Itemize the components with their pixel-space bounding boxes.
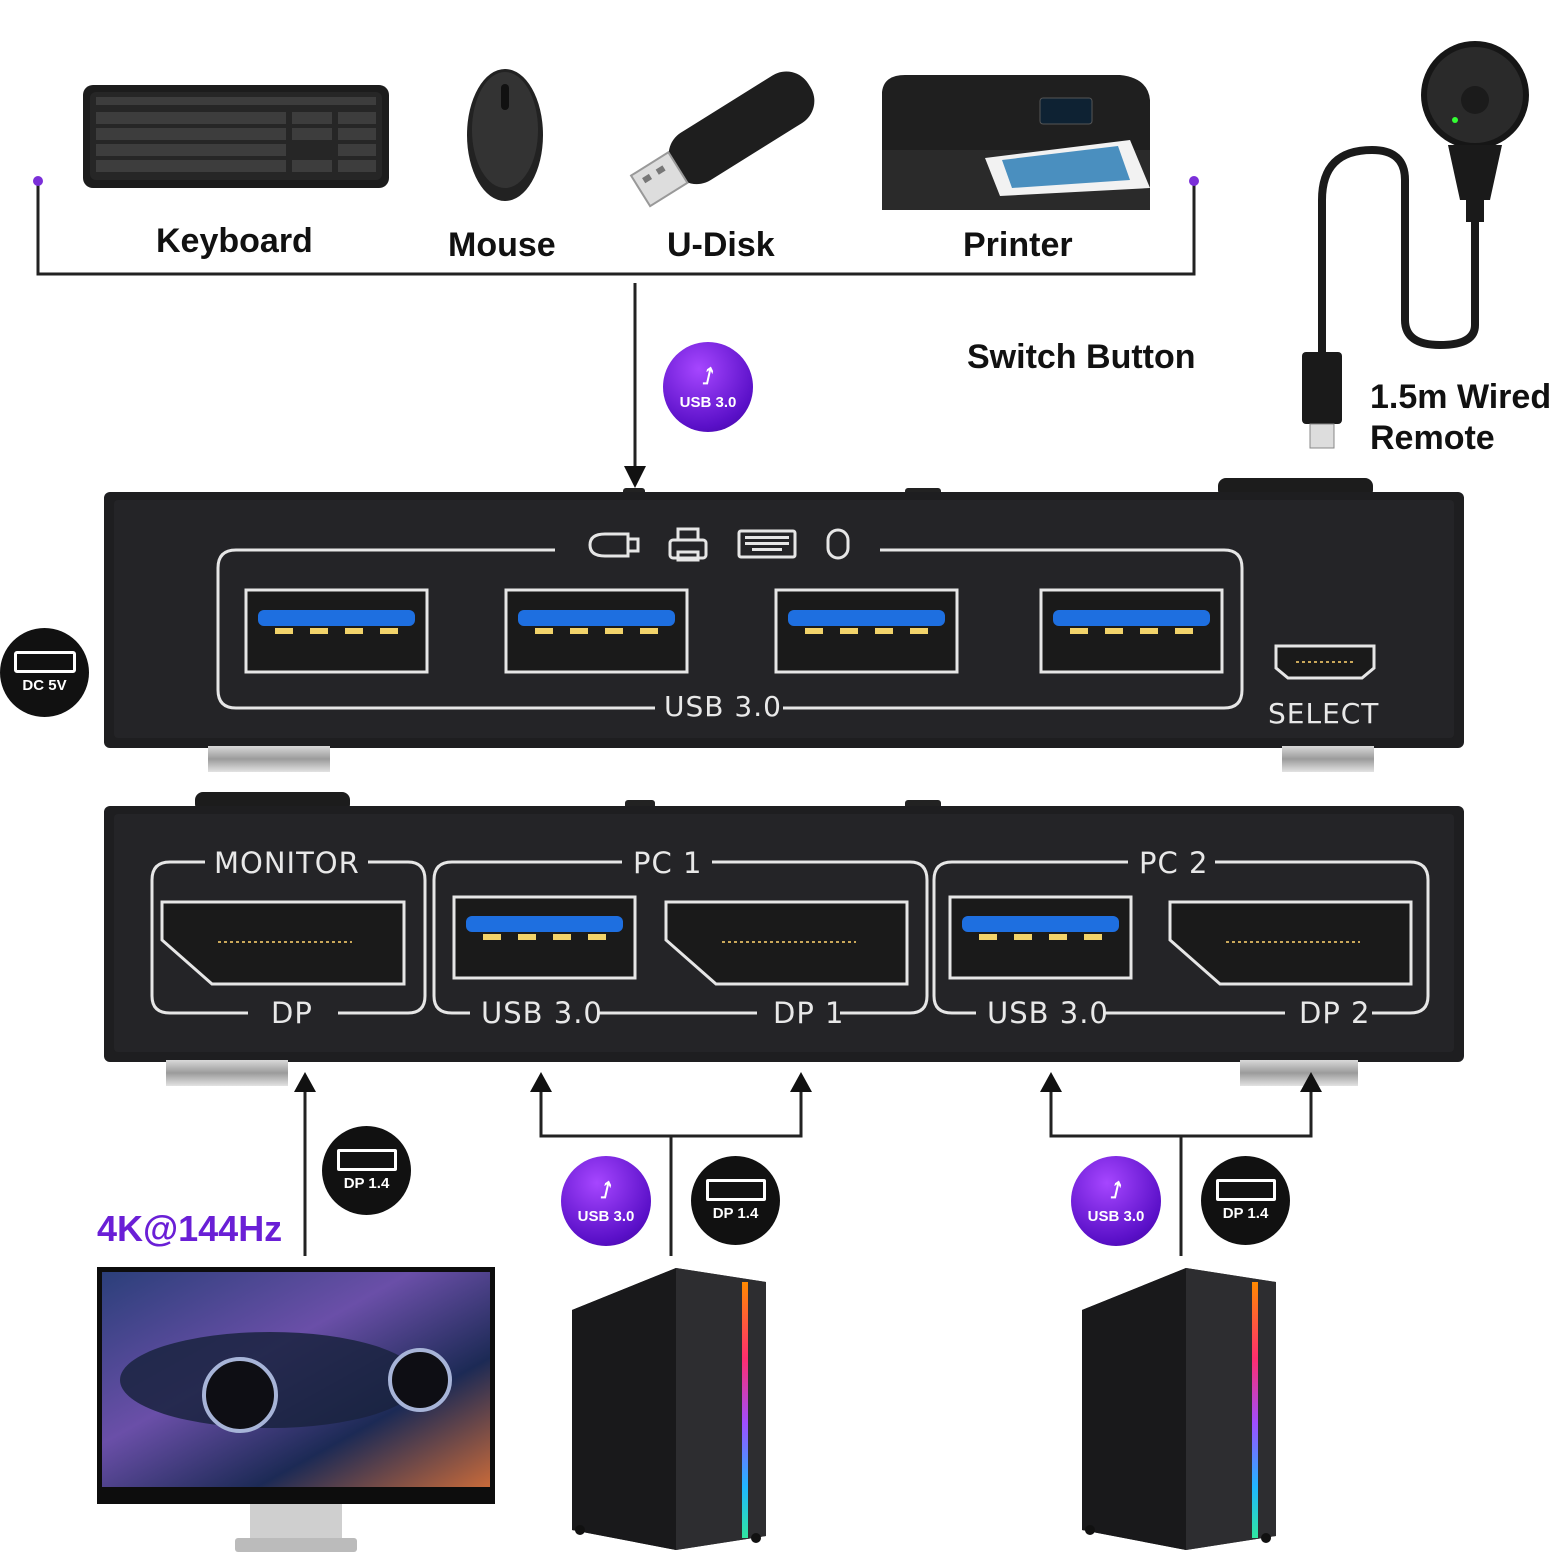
keyboard-label: Keyboard (156, 222, 313, 260)
pc1-usb-badge-label: USB 3.0 (577, 1207, 635, 1225)
printer-label: Printer (963, 226, 1073, 264)
pc2-usb-badge: ⭜ USB 3.0 (1071, 1156, 1161, 1246)
pc2-dp-label: DP 2 (1299, 996, 1371, 1030)
kvm-back-panel (104, 792, 1464, 1086)
pc2-tower-image (1082, 1268, 1276, 1550)
pc1-usb-badge: ⭜ USB 3.0 (561, 1156, 651, 1246)
power-port-icon (13, 651, 76, 673)
pc2-usb-label: USB 3.0 (987, 996, 1109, 1030)
usb-icon: ⭜ (1110, 1177, 1122, 1203)
pc2-dp-badge-label: DP 1.4 (1222, 1205, 1269, 1222)
pc1-dp-badge: DP 1.4 (691, 1156, 780, 1245)
wired-remote-label-line1: 1.5m Wired (1370, 378, 1552, 416)
pc1-tower-image (572, 1268, 766, 1550)
pc2-usb-badge-label: USB 3.0 (1087, 1207, 1145, 1225)
displayport-icon (1215, 1179, 1276, 1201)
back-usb-ports (452, 895, 1133, 980)
displayport-icon (705, 1179, 766, 1201)
mouse-image (467, 69, 543, 201)
back-dp-ports (160, 900, 1413, 986)
pc1-group-label: PC 1 (633, 846, 703, 880)
switch-button-label: Switch Button (967, 338, 1196, 376)
monitor-dp-badge: DP 1.4 (322, 1126, 411, 1215)
monitor-image (97, 1267, 495, 1552)
pc1-dp-badge-label: DP 1.4 (712, 1205, 759, 1222)
power-badge-label: DC 5V (22, 677, 67, 694)
monitor-dp-badge-label: DP 1.4 (343, 1175, 390, 1192)
arrow-down-icon (624, 466, 646, 488)
pc1-usb-label: USB 3.0 (481, 996, 603, 1030)
power-badge: DC 5V (0, 628, 89, 717)
peripheral-bracket (36, 182, 1196, 470)
keyboard-image (83, 85, 389, 188)
arrow-up-icons (294, 1072, 1322, 1092)
udisk-image (629, 71, 815, 208)
front-usb-label: USB 3.0 (664, 690, 782, 723)
pc1-dp-label: DP 1 (773, 996, 845, 1030)
udisk-label: U-Disk (667, 226, 775, 264)
printer-image (882, 75, 1150, 210)
mouse-label: Mouse (448, 226, 556, 264)
usb-icon: ⭜ (702, 363, 714, 389)
pc2-group-label: PC 2 (1139, 846, 1209, 880)
usb-badge-label: USB 3.0 (679, 393, 737, 411)
usb-icon: ⭜ (600, 1177, 612, 1203)
front-icons (588, 527, 850, 562)
connection-lines (303, 1088, 1313, 1256)
front-usb-ports (244, 588, 1224, 674)
select-label: SELECT (1268, 697, 1380, 730)
usb-badge: ⭜ USB 3.0 (663, 342, 753, 432)
kvm-front-panel (104, 478, 1464, 772)
resolution-label: 4K@144Hz (97, 1208, 283, 1249)
remote-image (1302, 41, 1529, 449)
pc2-dp-badge: DP 1.4 (1201, 1156, 1290, 1245)
displayport-icon (336, 1149, 397, 1171)
wired-remote-label-line2: Remote (1370, 419, 1495, 457)
monitor-port-group-label: MONITOR (214, 846, 360, 880)
monitor-dp-label: DP (271, 996, 313, 1030)
select-port (1274, 644, 1376, 680)
